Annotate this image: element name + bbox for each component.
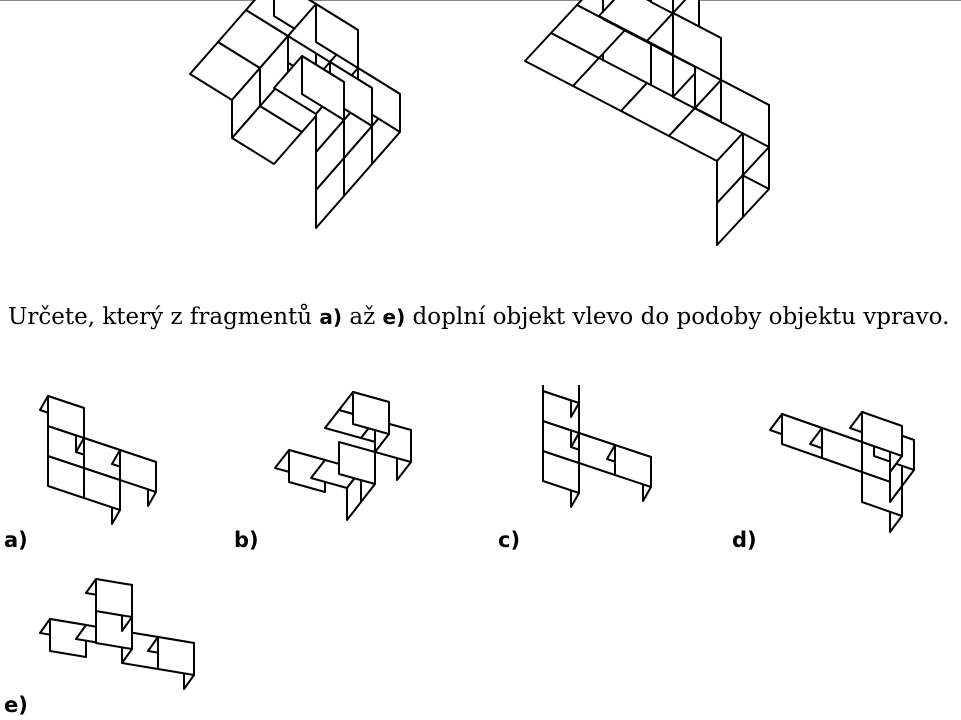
option-ref-a: a): [319, 305, 343, 329]
cube-face: [861, 411, 903, 457]
fragment-c-figure[interactable]: [525, 385, 705, 555]
target-object-figure: [524, 0, 770, 246]
cube-face: [119, 449, 157, 493]
fragment-b-figure[interactable]: [270, 380, 470, 550]
cube-face: [352, 391, 390, 435]
cube-face: [95, 578, 133, 618]
option-a-label[interactable]: a): [4, 528, 28, 552]
cube-face: [672, 12, 722, 81]
option-e-label[interactable]: e): [4, 693, 28, 717]
cube-face: [821, 427, 863, 473]
incomplete-object-figure: [189, 0, 401, 229]
cube-face: [157, 636, 195, 676]
cube-face: [672, 0, 687, 14]
cube-face: [614, 444, 652, 488]
fragment-a-figure[interactable]: [30, 390, 210, 560]
fragment-d-figure[interactable]: [765, 390, 955, 560]
cube-face: [301, 55, 345, 121]
option-b-label[interactable]: b): [234, 528, 259, 552]
option-c-label[interactable]: c): [498, 528, 521, 552]
fragment-e-figure[interactable]: [35, 555, 215, 720]
cube-face: [47, 395, 85, 439]
option-d-label[interactable]: d): [732, 528, 757, 552]
option-ref-e: e): [382, 305, 406, 329]
cube-face: [315, 3, 359, 69]
cube-face: [720, 79, 770, 148]
top-rule: [0, 0, 961, 1]
cube-face: [542, 385, 580, 404]
task-prompt: Určete, který z fragmentů a) až e) dopln…: [8, 304, 950, 330]
